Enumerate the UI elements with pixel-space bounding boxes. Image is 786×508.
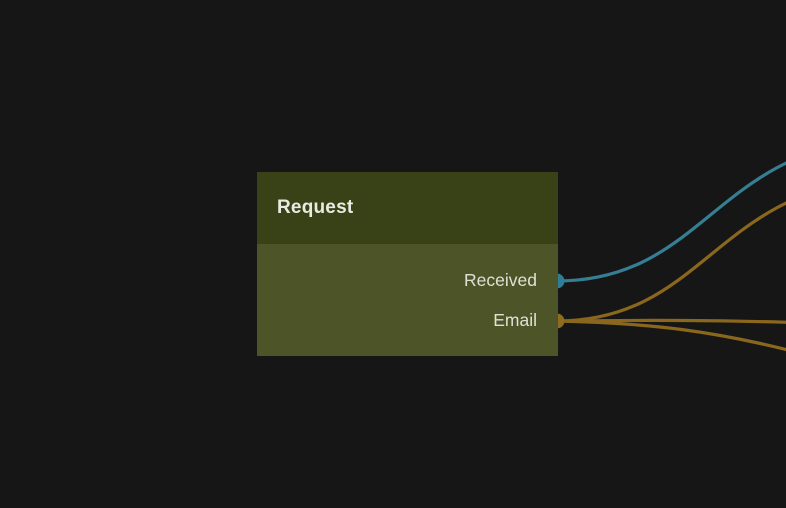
output-label-email: Email — [493, 309, 537, 330]
node-body: Received Email — [257, 244, 558, 356]
node-header[interactable]: Request — [257, 172, 558, 244]
output-row-email: Email — [257, 300, 558, 340]
output-row-received: Received — [257, 260, 558, 300]
wire-email-out-1[interactable] — [555, 180, 786, 323]
node-request[interactable]: Request Received Email — [257, 172, 558, 356]
wire-received-out[interactable] — [555, 140, 786, 283]
output-label-received: Received — [464, 269, 537, 290]
node-title: Request — [277, 197, 354, 218]
wire-email-out-3[interactable] — [555, 319, 786, 353]
